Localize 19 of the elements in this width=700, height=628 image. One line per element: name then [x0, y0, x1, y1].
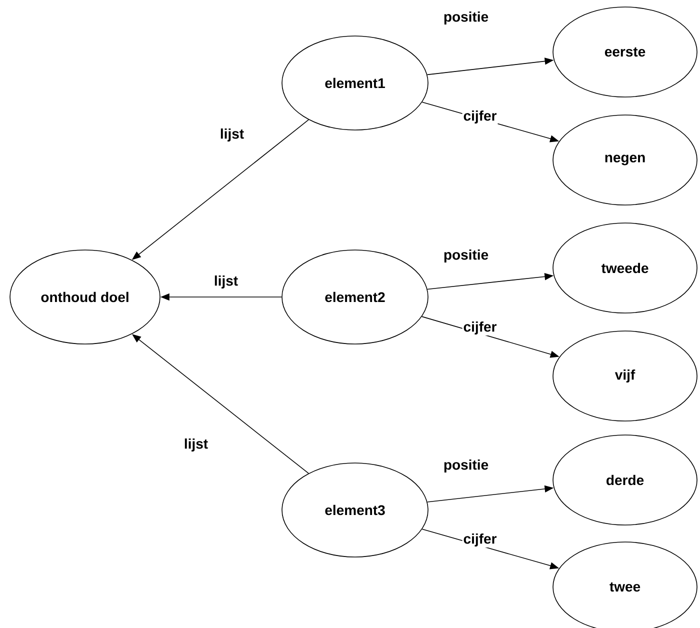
edge-label: positie	[442, 10, 490, 26]
edge-label: cijfer	[462, 532, 498, 548]
ellipse-node: element2	[282, 250, 428, 344]
ellipse-node: element1	[282, 36, 428, 130]
edge-label: lijst	[182, 437, 210, 453]
ellipse-node: eerste	[552, 6, 698, 98]
ellipse-node: derde	[552, 434, 698, 526]
ellipse-node: onthoud doel	[10, 250, 160, 344]
ellipse-node: vijf	[552, 330, 698, 422]
ellipse-node: tweede	[552, 222, 698, 314]
ellipse-node: element3	[282, 462, 428, 558]
arrow	[132, 334, 309, 474]
edge-label: positie	[442, 248, 490, 264]
edge-label: lijst	[212, 274, 240, 290]
ellipse-node: negen	[552, 114, 698, 206]
edge-label: cijfer	[462, 320, 498, 336]
edge-label: lijst	[218, 127, 246, 143]
edge-label: cijfer	[462, 109, 498, 125]
edge-label: positie	[442, 458, 490, 474]
